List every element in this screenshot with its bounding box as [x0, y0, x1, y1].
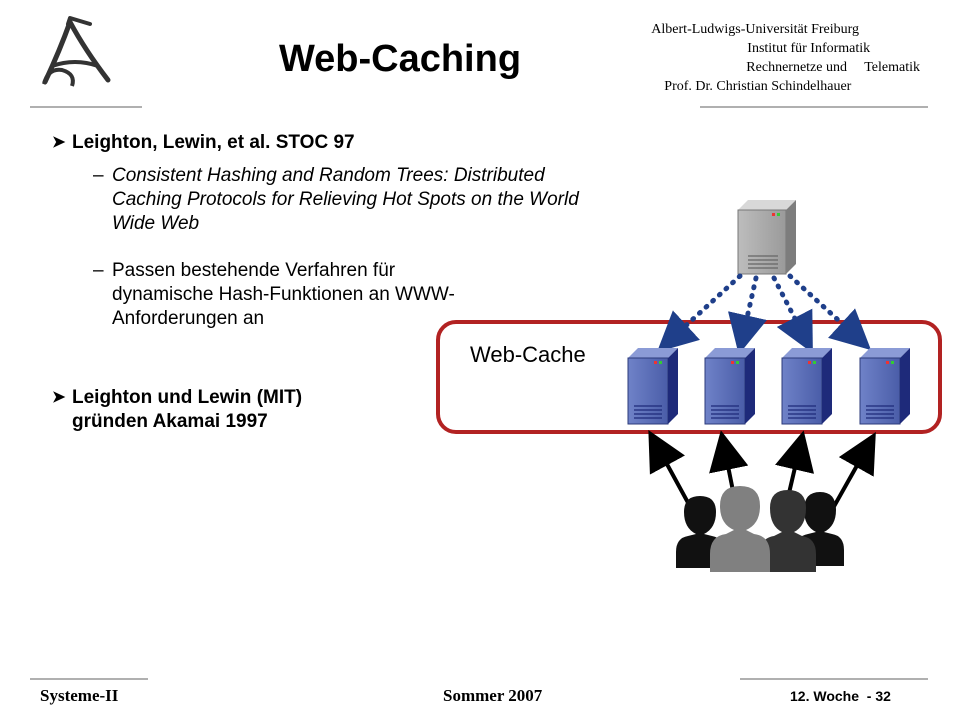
footer-page-number: 12. Woche - 32: [790, 688, 891, 704]
dash-icon: –: [93, 165, 104, 186]
arrow-to-cache-4: [787, 273, 872, 351]
bullet-stoc: ➤ Leighton, Lewin, et al. STOC 97: [52, 131, 492, 155]
institution-block: Albert-Ludwigs-Universität Freiburg Inst…: [651, 20, 920, 96]
cache-server-3-icon: [781, 348, 832, 425]
cache-server-1-icon: [627, 348, 678, 425]
subitem-hash-text: Passen bestehende Verfahren für dynamisc…: [112, 260, 455, 329]
arrow-to-cache-2: [727, 275, 768, 355]
bullet-akamai: ➤ Leighton und Lewin (MIT) gründen Akama…: [52, 386, 382, 434]
institution-line-department: Rechnernetze und Telematik: [746, 60, 920, 75]
header-rule-left: [30, 106, 142, 108]
origin-server-icon: [737, 200, 796, 275]
footer-rule-left: [30, 678, 148, 680]
cache-label: Web-Cache: [470, 342, 586, 367]
cache-label-bg: [460, 330, 630, 374]
bullet-akamai-text: Leighton und Lewin (MIT) gründen Akamai …: [72, 387, 303, 432]
institution-line-university: Albert-Ludwigs-Universität Freiburg: [651, 22, 860, 37]
university-logo: [42, 16, 111, 87]
cache-server-4-icon: [859, 348, 910, 425]
request-arrow-1: [648, 429, 694, 511]
distribution-arrows: [656, 273, 872, 355]
cache-server-2-icon: [704, 348, 755, 425]
arrow-to-cache-3: [771, 275, 813, 354]
web-cache-diagram: Web-Cache: [436, 200, 942, 572]
arrow-to-cache-1: [656, 273, 743, 353]
subitem-paper: – Consistent Hashing and Random Trees: D…: [93, 164, 583, 236]
bullet-stoc-text: Leighton, Lewin, et al. STOC 97: [72, 132, 355, 153]
subitem-paper-text: Consistent Hashing and Random Trees: Dis…: [112, 165, 579, 234]
user-icon: [710, 486, 770, 572]
arrow-bullet-icon: ➤: [52, 134, 66, 151]
arrow-bullet-icon: ➤: [52, 389, 66, 406]
institution-line-professor: Prof. Dr. Christian Schindelhauer: [664, 79, 852, 94]
footer-rule-right: [740, 678, 928, 680]
user-icon: [760, 490, 816, 572]
footer-course: Systeme-II: [40, 686, 119, 705]
footer-semester: Sommer 2007: [443, 686, 543, 705]
header-rule-right: [700, 106, 928, 108]
page-title: Web-Caching: [278, 38, 522, 80]
request-arrow-4: [830, 432, 876, 511]
subitem-hash: – Passen bestehende Verfahren für dynami…: [93, 259, 473, 331]
dash-icon: –: [93, 260, 104, 281]
institution-line-institute: Institut für Informatik: [747, 41, 871, 56]
request-arrows: [648, 429, 876, 511]
